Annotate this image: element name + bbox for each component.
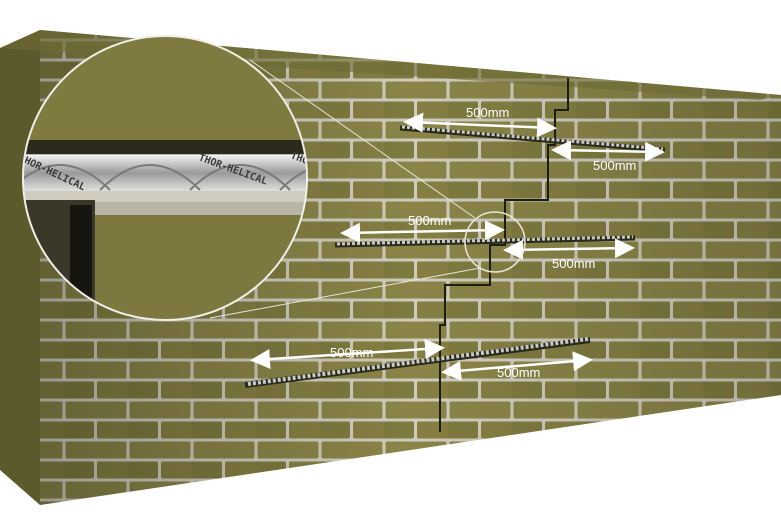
helical-bar-middle (336, 235, 634, 246)
magnifier-connector-top (249, 59, 476, 219)
focus-circle (464, 211, 526, 273)
dimension-label-5: 500mm (330, 345, 373, 360)
magnifier-connector-bottom (209, 267, 481, 319)
dimension-arrow-5 (250, 338, 445, 370)
dimension-arrow-4 (503, 238, 635, 260)
dimension-label-4: 500mm (552, 256, 595, 271)
dimension-arrow-2 (551, 140, 665, 162)
helical-bar-top (401, 125, 664, 151)
helical-bar-closeup (23, 155, 307, 191)
dimension-label-2: 500mm (593, 158, 636, 173)
dimension-label-3: 500mm (408, 213, 451, 228)
dimension-label-6: 500mm (497, 365, 540, 380)
dimension-arrow-1 (403, 112, 557, 138)
wall-end-face (0, 30, 40, 505)
dimension-arrow-3 (340, 220, 505, 243)
dimension-label-1: 500mm (466, 105, 509, 120)
magnifier-rim (22, 35, 308, 321)
dimension-arrow-6 (441, 351, 593, 381)
